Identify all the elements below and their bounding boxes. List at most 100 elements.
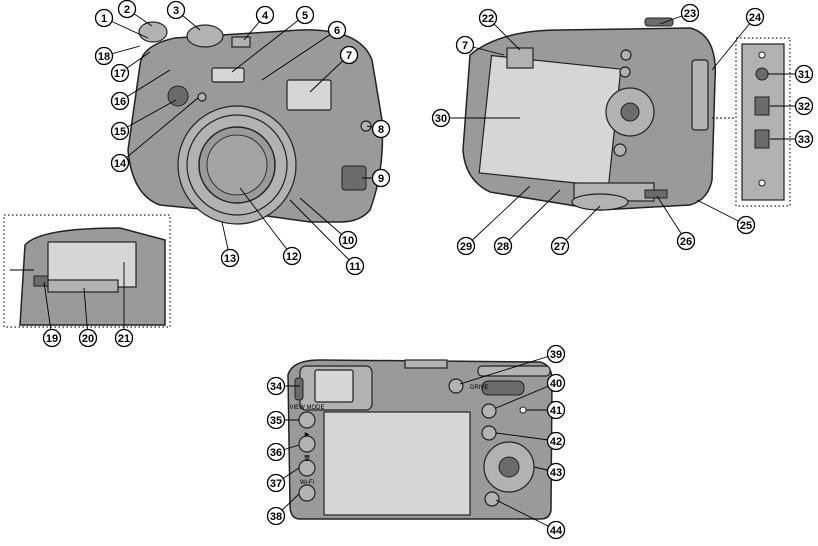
callout-circle (680, 3, 700, 23)
connector-inset (712, 37, 791, 207)
callout-number-2: 2 (124, 4, 130, 16)
button-label-playback: ▶ (305, 432, 310, 438)
callout-number-5: 5 (302, 10, 308, 22)
callout-leader-line (459, 353, 557, 385)
callout-circle (546, 462, 566, 482)
callout-number-26: 26 (680, 236, 692, 248)
callout-number-15: 15 (114, 126, 126, 138)
callout-circle (371, 168, 391, 188)
callout-circle (794, 96, 814, 116)
callout-number-1: 1 (101, 13, 107, 25)
callout-leader-line (495, 499, 557, 531)
callout-leader-line (261, 29, 338, 81)
callout-circle (266, 376, 286, 396)
callout-number-24: 24 (749, 12, 762, 24)
callout-circle (478, 8, 498, 28)
callout-number-29: 29 (460, 241, 472, 253)
callout-number-25: 25 (740, 220, 752, 232)
rear-view-camera (287, 359, 553, 520)
button-label-drive: DRIVE (470, 385, 488, 391)
callout-circle (455, 35, 475, 55)
callout-circle (78, 328, 98, 348)
callout-number-30: 30 (435, 113, 447, 125)
callout-circle (339, 45, 359, 65)
callout-circle (266, 410, 286, 430)
callout-circle (295, 5, 315, 25)
callout-number-23: 23 (684, 8, 696, 20)
callout-leader-line (289, 199, 356, 267)
callout-number-11: 11 (349, 261, 361, 273)
callout-number-18: 18 (98, 51, 110, 63)
callout-circle (676, 231, 696, 251)
callout-number-22: 22 (482, 13, 494, 25)
callout-leader-line (711, 16, 756, 71)
callout-number-14: 14 (114, 158, 127, 170)
callout-leader-line (43, 281, 53, 339)
callout-leader-line (119, 97, 199, 164)
button-label-wifi: Wi-Fi (300, 480, 314, 486)
callout-circle (745, 7, 765, 27)
callout-circle (110, 153, 130, 173)
callout-number-10: 10 (342, 235, 354, 247)
callout-circle (110, 91, 130, 111)
callout-circle (794, 129, 814, 149)
callout-number-31: 31 (798, 69, 810, 81)
callout-circle (546, 344, 566, 364)
callout-leader-line (502, 189, 561, 247)
callout-circle (42, 328, 62, 348)
callout-circle (371, 119, 391, 139)
callout-circle (266, 473, 286, 493)
front-view-camera (127, 21, 384, 225)
callout-number-33: 33 (798, 134, 810, 146)
callout-number-16: 16 (114, 96, 126, 108)
callout-circle (794, 64, 814, 84)
callout-number-41: 41 (550, 405, 562, 417)
callout-circle (736, 215, 756, 235)
callout-number-20: 20 (82, 333, 94, 345)
callout-number-32: 32 (798, 101, 810, 113)
callout-circle (266, 442, 286, 462)
callout-number-36: 36 (270, 447, 282, 459)
callout-number-40: 40 (550, 378, 562, 390)
callout-number-17: 17 (114, 68, 126, 80)
callout-leader-line (299, 197, 349, 241)
callout-circle (546, 400, 566, 420)
battery-compartment-inset (3, 214, 171, 328)
callout-number-4: 4 (262, 10, 269, 22)
callout-circle (282, 246, 302, 266)
callout-leader-line (495, 432, 557, 442)
callout-circle (493, 236, 513, 256)
callout-circle (546, 373, 566, 393)
callout-number-44: 44 (550, 525, 563, 537)
callout-circle (220, 248, 240, 268)
callout-leader-line (231, 14, 306, 73)
callout-number-38: 38 (270, 511, 282, 523)
callout-number-9: 9 (378, 173, 384, 185)
callout-circle (114, 328, 134, 348)
callout-circle (327, 20, 347, 40)
callout-number-43: 43 (550, 467, 562, 479)
callout-circle (345, 256, 365, 276)
callout-circle (546, 520, 566, 540)
callout-number-37: 37 (270, 478, 282, 490)
callout-circle (546, 431, 566, 451)
callout-circle (166, 0, 186, 20)
callout-number-27: 27 (554, 241, 566, 253)
callout-leader-line (119, 69, 171, 102)
button-label-delete: 🗑 (303, 454, 311, 462)
callout-leader-line (495, 382, 557, 409)
callout-circle (110, 121, 130, 141)
button-label-view-mode: VIEW MODE (289, 405, 324, 411)
callout-number-21: 21 (118, 333, 130, 345)
callout-circle (550, 236, 570, 256)
callout-circle (266, 506, 286, 526)
callout-leader-line (465, 185, 531, 247)
callout-number-6: 6 (334, 25, 340, 37)
callout-circle (94, 46, 114, 66)
callout-leader-line (696, 199, 747, 226)
callout-number-34: 34 (270, 381, 283, 393)
callout-circle (338, 230, 358, 250)
callout-leader-line (119, 99, 177, 132)
